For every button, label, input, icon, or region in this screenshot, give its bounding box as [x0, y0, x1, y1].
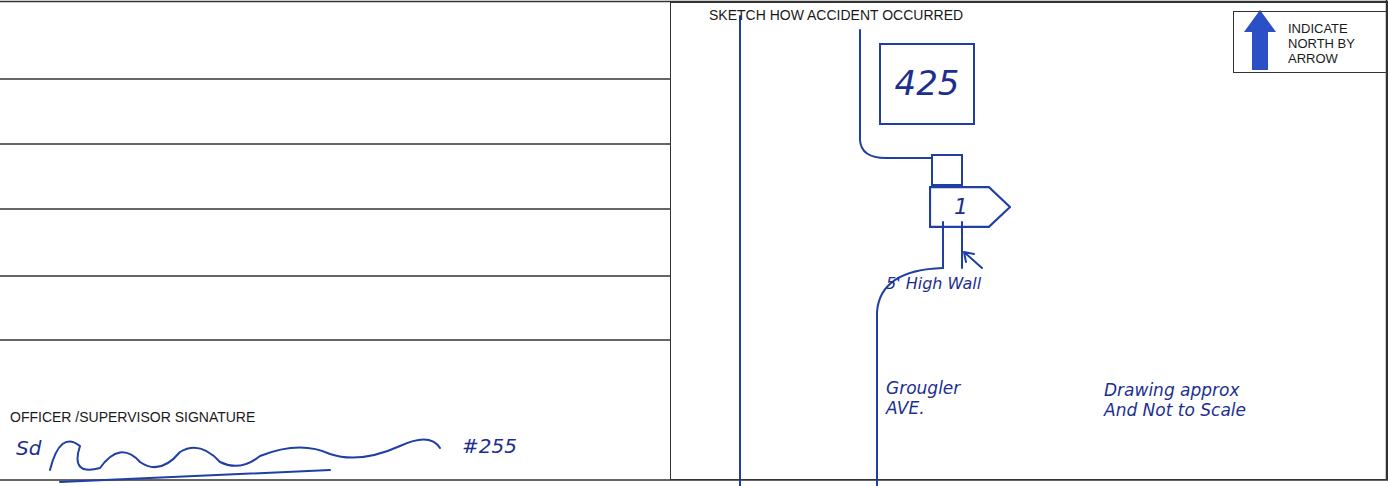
vehicle-outline: [929, 186, 1011, 228]
vehicle-marker: 1: [929, 186, 1011, 228]
signature-underline: [60, 470, 330, 482]
box-text: OFFICER /SUPERVISOR SIGNATURE: [10, 409, 255, 425]
signature-box: OFFICER /SUPERVISOR SIGNATURE Sd #255: [0, 405, 668, 480]
box-note: #255: [462, 435, 517, 458]
outlined-box: 425: [879, 43, 975, 125]
wall-post: [932, 155, 962, 185]
box-text: 425: [881, 45, 973, 123]
scale-note: Drawing approx And Not to Scale: [1104, 380, 1264, 421]
box-text: INDICATE NORTH BY ARROW: [1288, 22, 1384, 67]
sketch-panel: SKETCH HOW ACCIDENT OCCURRED INDICATE NOR…: [670, 2, 1388, 480]
box-text: SKETCH HOW ACCIDENT OCCURRED: [709, 7, 963, 23]
wall-note: 5' High Wall: [886, 274, 1006, 293]
signature-scribble: [50, 439, 440, 470]
road-edge: [739, 16, 741, 486]
wall-post-lower: [943, 222, 962, 268]
road-curve: [877, 268, 943, 486]
north-arrow: [1244, 10, 1276, 70]
box-note: Sd: [16, 437, 41, 460]
outlined-box: INDICATE NORTH BY ARROW: [1233, 11, 1388, 73]
box-text: 1: [929, 186, 1011, 228]
wall-pointer: [964, 252, 982, 268]
street-name: Grougler AVE.: [886, 378, 978, 419]
